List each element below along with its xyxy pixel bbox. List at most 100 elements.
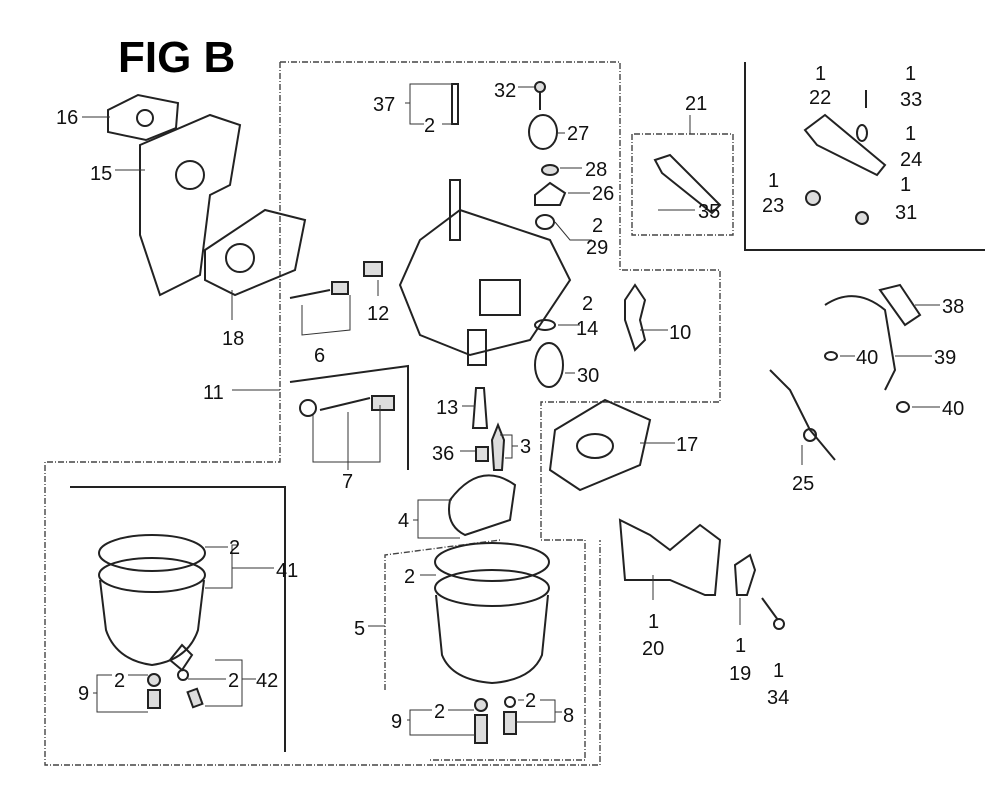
figure-title: FIG B	[118, 33, 235, 82]
spring-23	[805, 190, 821, 206]
bracket-15	[139, 113, 242, 297]
float-valve-10	[624, 283, 647, 352]
screw-12	[363, 261, 383, 277]
callout-qty: 2	[424, 115, 435, 137]
jet-13	[471, 387, 489, 429]
callout-qty: 2	[582, 293, 593, 315]
callout-6: 6	[314, 345, 325, 367]
callout-4: 4	[398, 510, 409, 532]
callout-qty: 2	[404, 566, 415, 588]
clip-19	[733, 553, 757, 596]
callout-qty: 2	[229, 537, 240, 559]
nut-36	[475, 446, 489, 462]
kit-21-box	[631, 133, 734, 236]
callout-9: 9	[391, 711, 402, 733]
callout-27: 27	[567, 123, 589, 145]
cover-27	[528, 114, 558, 150]
callout-17: 17	[676, 434, 698, 456]
drain-screw-42	[177, 669, 204, 709]
screw-32	[534, 81, 546, 110]
callout-8: 8	[563, 705, 574, 727]
callout-7: 7	[342, 471, 353, 493]
callout-15: 15	[90, 163, 112, 185]
float-30	[534, 342, 564, 388]
callout-13: 13	[436, 397, 458, 419]
bolt-9a	[147, 673, 161, 709]
callout-qty: 2	[228, 670, 239, 692]
screw-set-7	[299, 395, 395, 417]
callout-36: 36	[432, 443, 454, 465]
callout-28: 28	[585, 159, 607, 181]
callout-16: 16	[56, 107, 78, 129]
callout-qty: 1	[815, 63, 826, 85]
callout-10: 10	[669, 322, 691, 344]
callout-39: 39	[934, 347, 956, 369]
callout-35: 35	[698, 201, 720, 223]
screw-8	[503, 696, 517, 735]
valve-26	[534, 181, 567, 206]
bracket-20	[618, 518, 722, 596]
nut-31	[855, 211, 869, 225]
callout-42: 42	[256, 670, 278, 692]
bowl-5	[434, 542, 550, 685]
carburetor-assembly-box-left	[44, 62, 601, 766]
callout-19: 19	[729, 663, 751, 685]
callout-5: 5	[354, 618, 365, 640]
callout-qty: 1	[905, 63, 916, 85]
callout-22: 22	[809, 87, 831, 109]
callout-26: 26	[592, 183, 614, 205]
bolt-34	[761, 597, 785, 630]
callout-23: 23	[762, 195, 784, 217]
callout-qty: 2	[592, 215, 603, 237]
callout-3: 3	[520, 436, 531, 458]
callout-qty: 2	[114, 670, 125, 692]
spring-28	[541, 164, 559, 176]
callout-qty: 1	[900, 174, 911, 196]
callout-34: 34	[767, 687, 789, 709]
callout-33: 33	[900, 89, 922, 111]
callout-30: 30	[577, 365, 599, 387]
carburetor-assembly-box	[280, 61, 721, 761]
callout-31: 31	[895, 202, 917, 224]
bowl-alt-41	[98, 534, 206, 672]
callout-14: 14	[576, 318, 598, 340]
gasket-17	[548, 398, 652, 492]
clip-40a	[824, 351, 838, 361]
screw-37	[451, 83, 459, 125]
lever-35	[653, 153, 722, 215]
clip-40b	[896, 401, 910, 413]
leader-lines	[82, 83, 940, 736]
lever-box	[744, 62, 985, 251]
bowl-set-box	[384, 539, 501, 690]
callouts: 16 15 18 37 2 32 27 28 26 2 29 21 35 1 2…	[56, 63, 964, 733]
callout-37: 37	[373, 94, 395, 116]
gasket-16	[107, 93, 180, 142]
bolt-9b	[474, 698, 488, 744]
hose-38-39	[824, 283, 922, 391]
screw-set-box	[289, 364, 409, 470]
screw-6	[289, 281, 349, 299]
callout-9: 9	[78, 683, 89, 705]
callout-41: 41	[276, 560, 298, 582]
callout-qty: 1	[768, 170, 779, 192]
callout-qty: 1	[648, 611, 659, 633]
lever-22	[803, 113, 887, 177]
callout-11: 11	[203, 382, 224, 404]
callout-24: 24	[900, 149, 922, 171]
callout-qty: 1	[773, 660, 784, 682]
callout-32: 32	[494, 80, 516, 102]
alt-bowl-box	[70, 486, 286, 752]
callout-qty: 1	[735, 635, 746, 657]
float-chamber-gasket-4	[448, 474, 517, 537]
carburetor-body	[398, 179, 572, 366]
callout-40: 40	[856, 347, 878, 369]
callout-qty: 2	[525, 690, 536, 712]
callout-12: 12	[367, 303, 389, 325]
callout-38: 38	[942, 296, 964, 318]
gasket-29	[535, 214, 555, 230]
callout-qty: 1	[905, 123, 916, 145]
callout-20: 20	[642, 638, 664, 660]
washer-24	[856, 124, 868, 142]
callout-21: 21	[685, 93, 707, 115]
